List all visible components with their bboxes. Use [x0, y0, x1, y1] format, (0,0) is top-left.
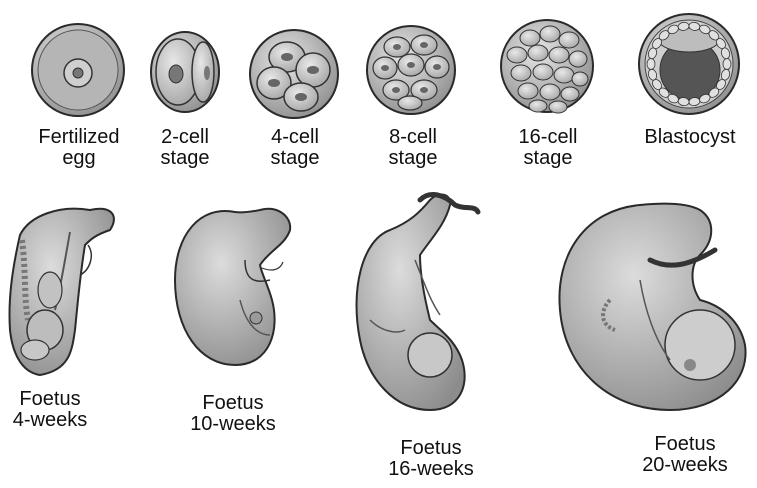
label-line: Blastocyst	[630, 127, 750, 148]
8-cell-illustration	[367, 26, 455, 114]
label-8-cell: 8-cell stage	[368, 127, 458, 169]
label-line: stage	[145, 148, 225, 169]
label-foetus-20-weeks: Foetus 20-weeks	[628, 434, 742, 476]
trophoblast-cell	[723, 59, 731, 70]
label-line: stage	[500, 148, 596, 169]
label-blastocyst: Blastocyst	[630, 127, 750, 148]
label-line: 8-cell	[368, 127, 458, 148]
foetus-20-weeks-illustration	[559, 204, 745, 410]
label-line: 4-weeks	[0, 410, 100, 431]
label-2-cell: 2-cell stage	[145, 127, 225, 169]
label-line: 16-cell	[500, 127, 596, 148]
label-foetus-16-weeks: Foetus 16-weeks	[374, 438, 488, 480]
label-line: Foetus	[374, 438, 488, 459]
blastocyst-illustration	[639, 14, 739, 114]
16-cell-illustration	[501, 20, 593, 113]
4-cell-illustration	[250, 30, 338, 118]
label-line: egg	[20, 148, 138, 169]
fertilized-egg-illustration	[32, 24, 124, 116]
label-line: Foetus	[628, 434, 742, 455]
label-line: 2-cell	[145, 127, 225, 148]
trophoblast-cell	[647, 59, 655, 70]
label-line: stage	[368, 148, 458, 169]
2-cell-illustration	[151, 32, 219, 112]
label-fertilized-egg: Fertilized egg	[20, 127, 138, 169]
foetus-16-weeks-illustration	[357, 195, 478, 410]
foetus-4-weeks-illustration	[9, 209, 113, 375]
label-line: Fertilized	[20, 127, 138, 148]
label-foetus-10-weeks: Foetus 10-weeks	[176, 393, 290, 435]
label-line: 4-cell	[250, 127, 340, 148]
label-line: Foetus	[0, 389, 100, 410]
label-4-cell: 4-cell stage	[250, 127, 340, 169]
label-line: 20-weeks	[628, 455, 742, 476]
foetus-10-weeks-illustration	[175, 209, 290, 365]
label-line: 10-weeks	[176, 414, 290, 435]
label-foetus-4-weeks: Foetus 4-weeks	[0, 389, 100, 431]
label-16-cell: 16-cell stage	[500, 127, 596, 169]
label-line: Foetus	[176, 393, 290, 414]
label-line: 16-weeks	[374, 459, 488, 480]
label-line: stage	[250, 148, 340, 169]
